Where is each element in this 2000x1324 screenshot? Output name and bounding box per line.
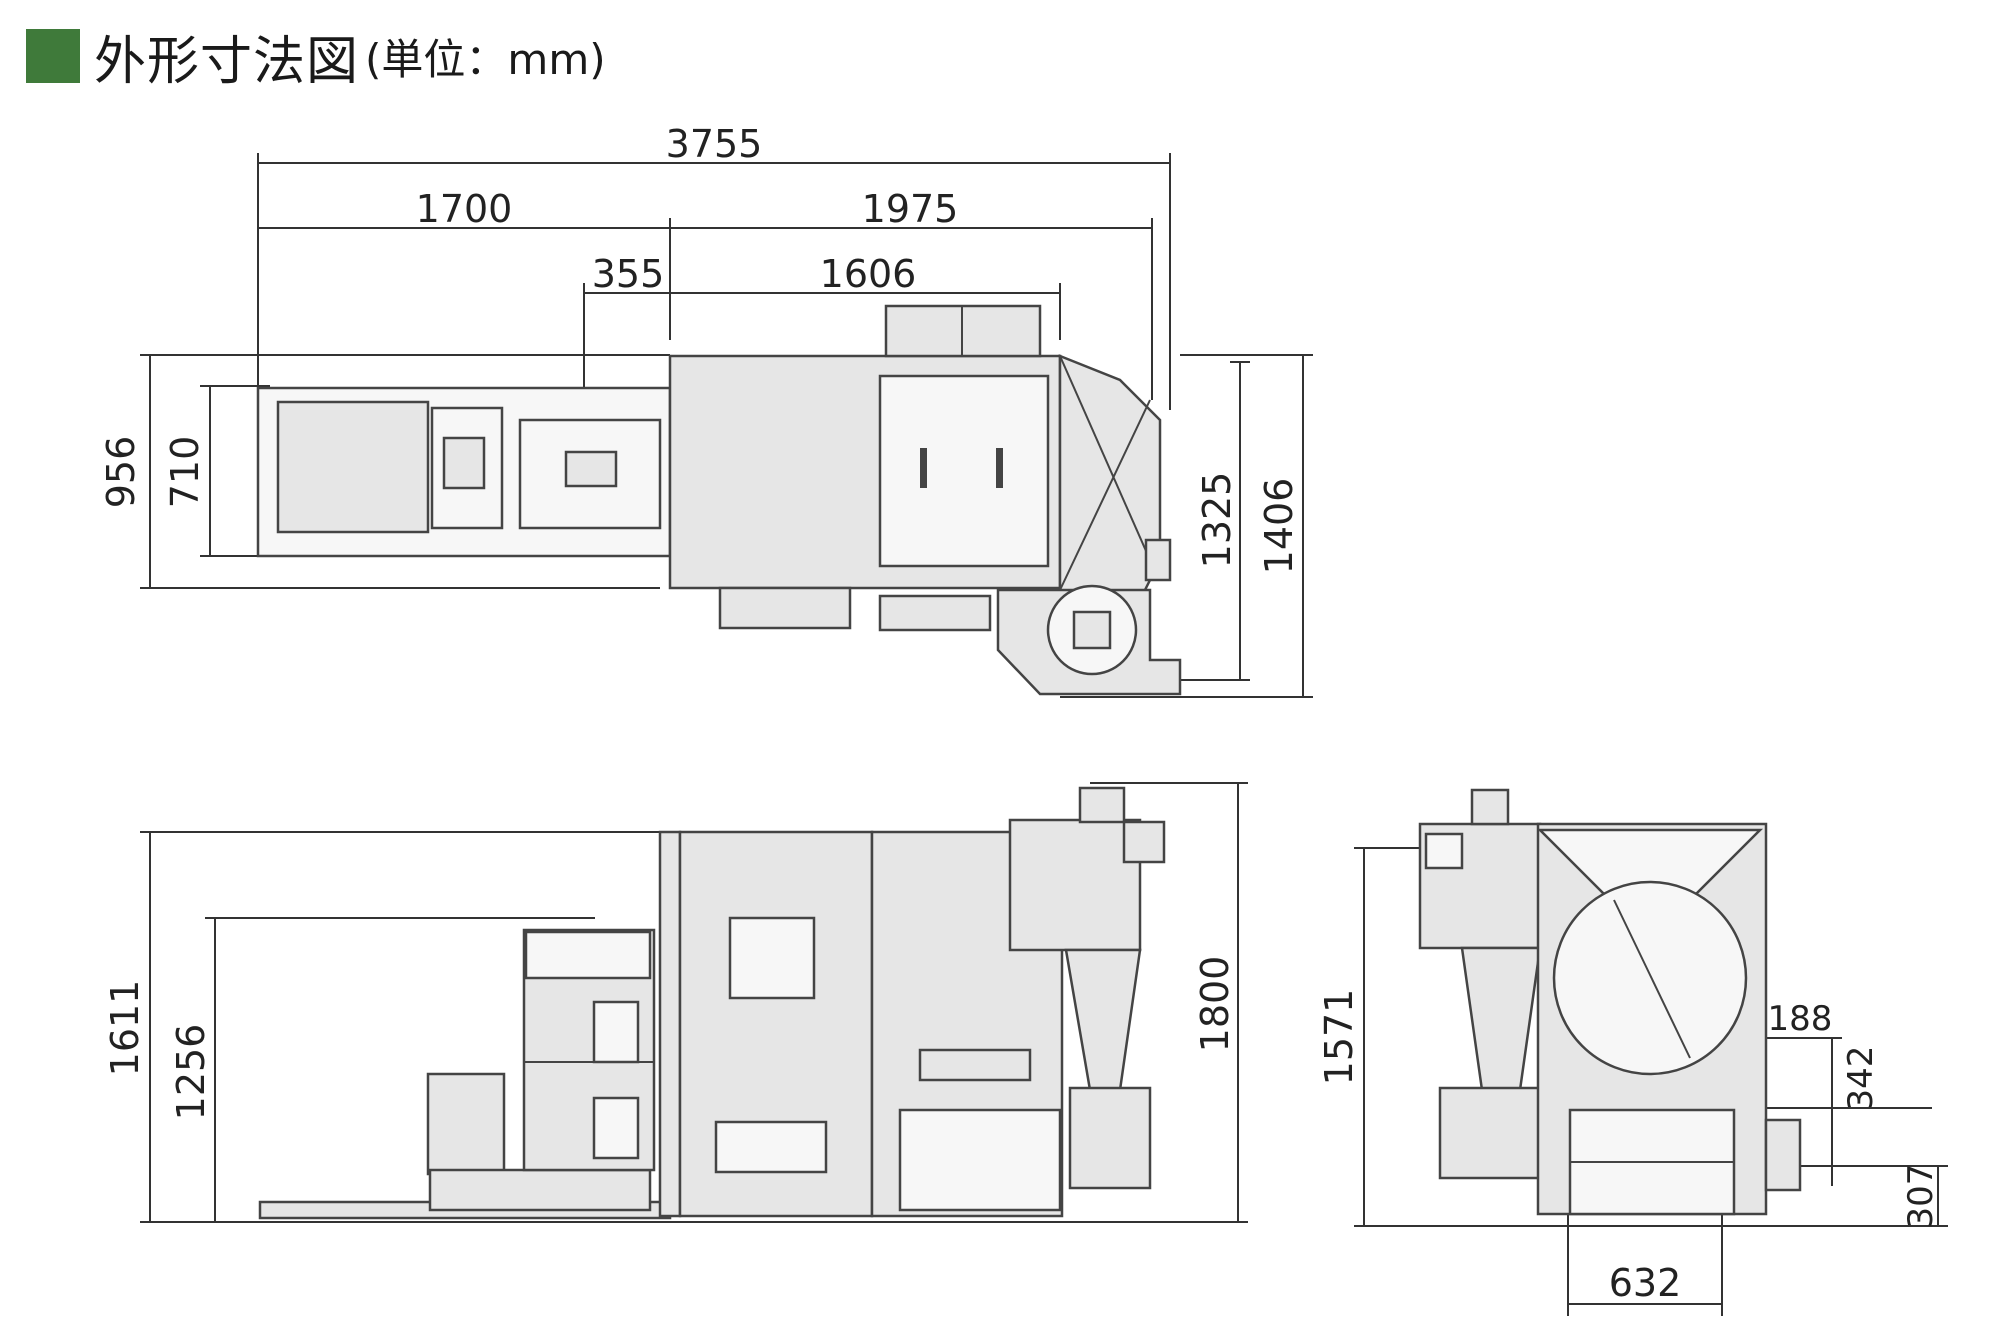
end-view: 1571 188 342 307 632 [1317,788,1948,1316]
page-title: 外形寸法図 [94,31,360,92]
dim-188: 188 [1768,999,1833,1039]
header: 外形寸法図 (単位：mm) [26,26,606,92]
dim-342: 342 [1841,1046,1881,1111]
unit-note: (単位：mm) [365,34,606,84]
dim-overall-height: 1611 [103,980,147,1077]
top-view: 3755 1700 1975 355 1606 956 710 1325 140… [99,122,1313,698]
dim-right-section: 1975 [862,187,959,231]
dim-overall-length: 3755 [666,122,763,166]
dim-307: 307 [1901,1164,1941,1229]
dim-overall-depth: 1406 [1257,478,1301,575]
side-view: 1611 1256 1800 [103,782,1248,1223]
dim-inner-width: 710 [163,436,207,509]
dim-offset: 355 [592,252,665,296]
dim-hopper-height: 1256 [169,1024,213,1121]
dim-left-section: 1700 [416,187,513,231]
dim-base-width: 632 [1609,1261,1682,1305]
dim-end-height: 1571 [1317,989,1361,1086]
dim-cabinet-length: 1606 [820,252,917,296]
dim-outer-width: 956 [99,436,143,509]
dim-body-depth: 1325 [1195,472,1239,569]
square-bullet-icon [26,29,80,83]
dim-cyclone-height: 1800 [1193,956,1237,1053]
